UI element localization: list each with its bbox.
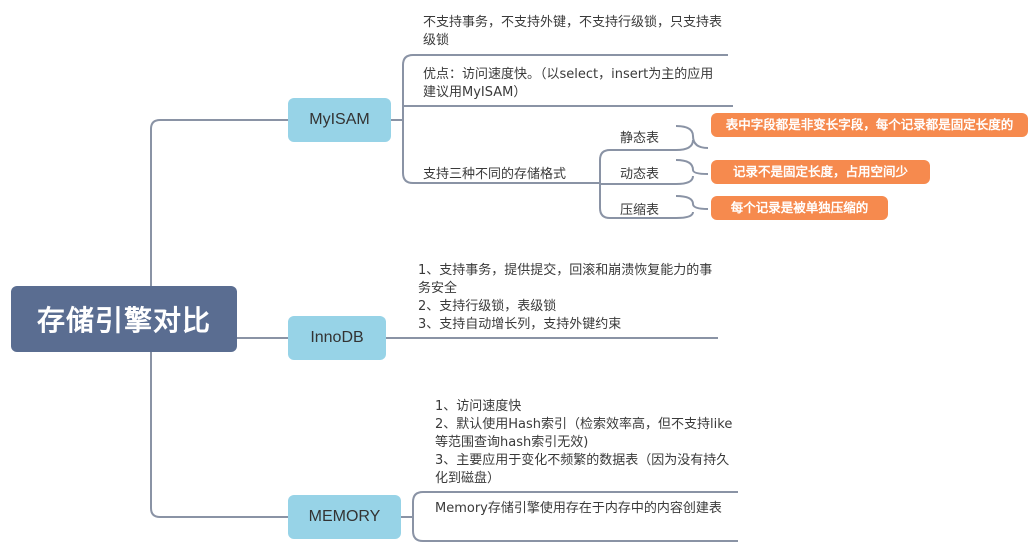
myisam-note-limitations: 不支持事务，不支持外键，不支持行级锁，只支持表级锁 <box>423 15 723 48</box>
callout-dynamic-table[interactable]: 记录不是固定长度，占用空间少 <box>711 160 930 184</box>
memory-note-line-3: 3、主要应用于变化不频繁的数据表（因为没有持久化到磁盘） <box>435 453 730 486</box>
memory-note: 1、访问速度快 2、默认使用Hash索引（检索效率高，但不支持like 等范围查… <box>435 398 737 488</box>
innodb-note-line-1: 1、支持事务，提供提交，回滚和崩溃恢复能力的事务安全 <box>418 263 713 296</box>
branch-innodb[interactable]: InnoDB <box>288 316 386 360</box>
innodb-note: 1、支持事务，提供提交，回滚和崩溃恢复能力的事务安全 2、支持行级锁，表级锁 3… <box>418 262 718 334</box>
myisam-note-advantages: 优点：访问速度快。（以select，insert为主的应用建议用MyISAM） <box>423 67 714 100</box>
memory-note-line-2: 2、默认使用Hash索引（检索效率高，但不支持like 等范围查询hash索引无… <box>435 417 733 450</box>
callout-compressed-table[interactable]: 每个记录是被单独压缩的 <box>711 196 888 220</box>
callout-static-table[interactable]: 表中字段都是非变长字段，每个记录都是固定长度的 <box>711 113 1028 137</box>
branch-myisam[interactable]: MyISAM <box>288 98 391 142</box>
format-compressed: 压缩表 <box>620 203 660 218</box>
root-topic[interactable]: 存储引擎对比 <box>11 286 237 352</box>
format-static: 静态表 <box>620 131 660 146</box>
myisam-formats-label: 支持三种不同的存储格式 <box>423 167 567 182</box>
innodb-note-line-2: 2、支持行级锁，表级锁 <box>418 299 557 314</box>
branch-memory[interactable]: MEMORY <box>288 495 401 539</box>
memory-note-2: Memory存储引擎使用存在于内存中的内容创建表 <box>435 501 722 516</box>
memory-note-line-1: 1、访问速度快 <box>435 399 522 414</box>
innodb-note-line-3: 3、支持自动增长列，支持外键约束 <box>418 317 622 332</box>
format-dynamic: 动态表 <box>620 167 660 182</box>
